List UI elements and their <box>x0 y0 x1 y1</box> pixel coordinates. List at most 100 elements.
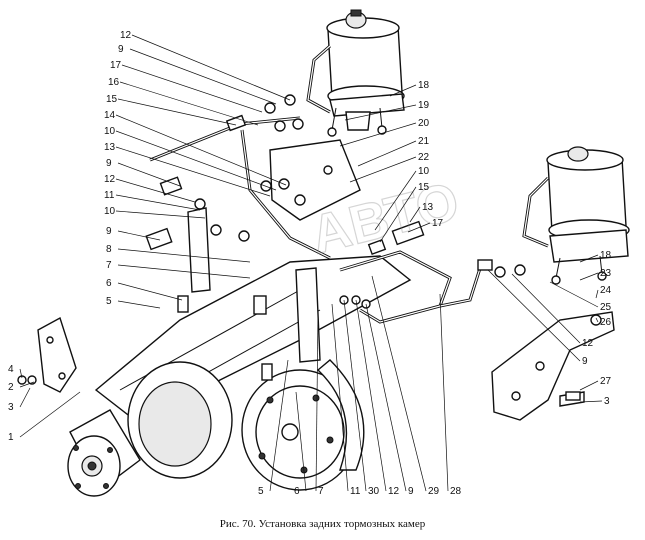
leader-line <box>117 300 161 309</box>
leader-line <box>357 140 417 167</box>
callout-c1: 12 <box>120 30 132 41</box>
callout-c5: 15 <box>106 94 118 105</box>
callout-c39: 1 <box>8 432 14 443</box>
callout-c42: 7 <box>318 486 324 497</box>
callout-c34: 27 <box>600 376 612 387</box>
leader-line <box>579 400 603 403</box>
leader-line <box>19 387 31 408</box>
callout-c21: 21 <box>418 136 430 147</box>
leader-line <box>371 275 427 492</box>
leader-line <box>595 317 599 323</box>
leader-line <box>115 194 201 211</box>
callout-c23: 10 <box>418 166 430 177</box>
callout-c11: 11 <box>104 190 115 201</box>
leader-line <box>19 381 35 388</box>
callout-c36: 4 <box>8 364 14 375</box>
left-brake-chamber <box>326 9 405 137</box>
callout-c30: 25 <box>600 302 612 313</box>
leader-line <box>115 146 271 197</box>
brake-drum <box>241 359 365 491</box>
leader-line <box>339 122 417 147</box>
callout-c35: 3 <box>604 396 610 407</box>
callout-c32: 12 <box>582 338 594 349</box>
leader-line <box>579 380 599 391</box>
callout-c46: 9 <box>408 486 414 497</box>
callout-c13: 9 <box>106 226 112 237</box>
leader-line <box>389 84 417 97</box>
callout-c37: 2 <box>8 382 14 393</box>
callout-c24: 15 <box>418 182 430 193</box>
callout-c12: 10 <box>104 206 116 217</box>
callout-c16: 6 <box>106 278 112 289</box>
callout-c33: 9 <box>582 356 588 367</box>
leader-line <box>117 282 183 301</box>
leader-line <box>117 162 181 187</box>
leader-line <box>409 206 421 223</box>
leader-line <box>343 299 367 492</box>
leader-line <box>379 186 417 243</box>
callout-c29: 24 <box>600 285 612 296</box>
callout-c4: 16 <box>108 77 120 88</box>
callout-c10: 12 <box>104 174 116 185</box>
callout-c28: 23 <box>600 268 612 279</box>
leader-line <box>439 293 449 492</box>
leader-line <box>131 34 291 101</box>
leader-line <box>374 170 417 231</box>
leader-line <box>315 309 319 492</box>
leader-line <box>115 130 277 191</box>
leader-line <box>487 269 581 362</box>
leader-line <box>355 299 387 492</box>
leader-line <box>595 289 599 299</box>
callout-c15: 7 <box>106 260 112 271</box>
callout-c43: 11 <box>350 486 361 497</box>
leader-line <box>115 210 206 219</box>
right-bracket <box>491 311 615 421</box>
leader-line <box>295 391 307 492</box>
fittings <box>145 94 581 401</box>
leader-line <box>117 98 237 126</box>
leader-line <box>511 273 581 344</box>
callout-c41: 6 <box>294 486 300 497</box>
leader-line <box>121 64 263 113</box>
leader-line <box>407 222 431 233</box>
leader-line <box>331 303 349 492</box>
leader-line <box>344 104 417 121</box>
callout-c20: 20 <box>418 118 430 129</box>
leader-line <box>365 303 407 492</box>
callout-c6: 14 <box>104 110 116 121</box>
callout-c22: 22 <box>418 152 430 163</box>
callout-c26: 17 <box>432 218 444 229</box>
callout-c9: 9 <box>106 158 112 169</box>
callout-c45: 12 <box>388 486 400 497</box>
leader-line <box>117 264 251 279</box>
callout-c31: 26 <box>600 317 612 328</box>
callout-c19: 19 <box>418 100 430 111</box>
leader-line <box>269 359 289 492</box>
callout-c18: 18 <box>418 80 430 91</box>
callout-labels: 1291716151410139121110987651819202122101… <box>8 30 612 497</box>
leader-line <box>19 368 23 379</box>
leader-line <box>129 48 277 105</box>
callout-c48: 28 <box>450 486 462 497</box>
leader-line <box>115 114 287 186</box>
callout-c25: 13 <box>422 202 434 213</box>
axle-housing <box>67 255 412 497</box>
leader-line <box>19 391 81 438</box>
figure-caption: Рис. 70. Установка задних тормозных каме… <box>219 518 426 530</box>
callout-c14: 8 <box>106 244 112 255</box>
leader-line <box>117 230 161 241</box>
leader-line <box>349 156 417 183</box>
callout-c38: 3 <box>8 402 14 413</box>
leader-line <box>549 281 599 308</box>
callout-c2: 9 <box>118 44 124 55</box>
callout-c47: 29 <box>428 486 440 497</box>
leader-line <box>579 254 599 263</box>
leader-line <box>115 178 196 203</box>
callout-c44: 30 <box>368 486 380 497</box>
leader-line <box>119 81 259 126</box>
callout-c3: 17 <box>110 60 122 71</box>
callout-c17: 5 <box>106 296 112 307</box>
callout-c27: 18 <box>600 250 612 261</box>
callout-c8: 13 <box>104 142 116 153</box>
